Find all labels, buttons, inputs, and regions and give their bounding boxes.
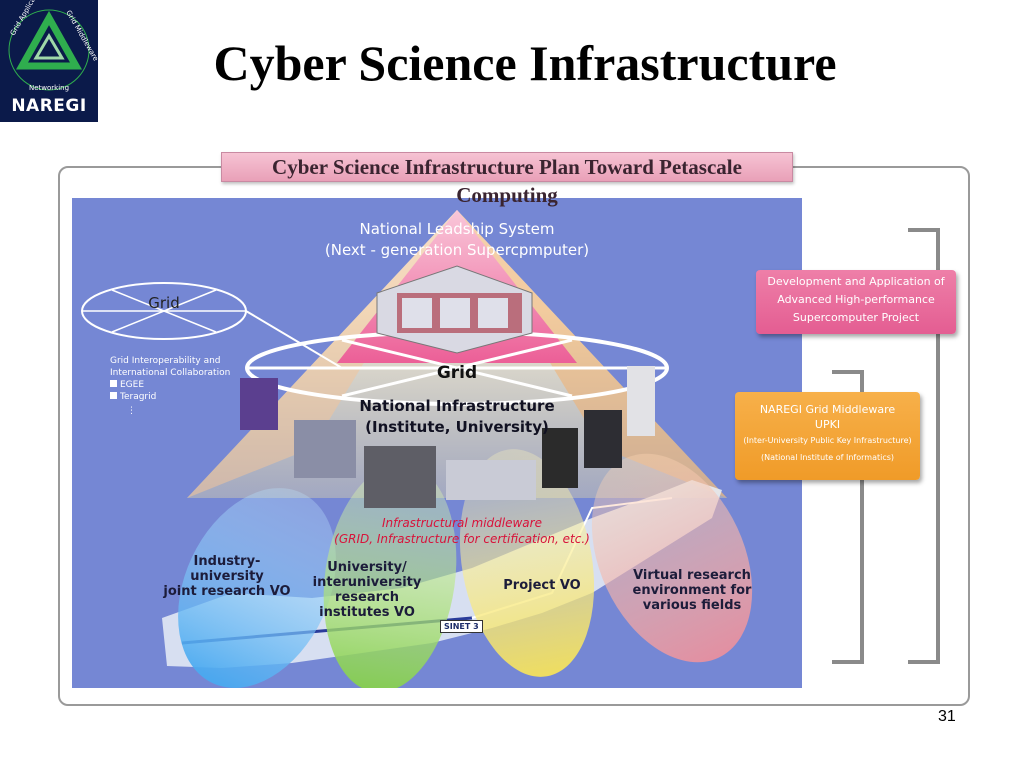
interop-line2: International Collaboration	[110, 368, 231, 378]
naregi-logo: Grid Applications Grid Middleware Networ…	[0, 0, 98, 122]
slide-title: Cyber Science Infrastructure	[213, 35, 837, 91]
grid-label-small: Grid	[148, 294, 180, 312]
leadship-subtitle: (Next - generation Supercpmputer)	[324, 241, 590, 259]
logo-arc-text-bottom: Networking	[29, 84, 69, 92]
naregi-middleware-box: NAREGI Grid Middleware UPKI (Inter-Unive…	[735, 392, 920, 480]
supercomputer-project-box: Development and Application of Advanced …	[756, 270, 956, 334]
bullet-egee: EGEE	[110, 380, 144, 391]
sinet-label: SINET 3	[440, 620, 483, 633]
middleware-subtitle: (GRID, Infrastructure for certification,…	[334, 532, 590, 546]
diagram-artwork	[81, 210, 753, 688]
middleware-title: Infrastructural middleware	[382, 516, 542, 530]
grid-label-main: Grid	[436, 363, 478, 383]
vo-industry-label: Industry- university joint research VO	[163, 554, 291, 599]
list-ellipsis: ⋮	[127, 406, 136, 416]
national-infrastructure-subtitle: (Institute, University)	[365, 418, 549, 436]
diagram-banner: Cyber Science Infrastructure Plan Toward…	[221, 152, 793, 207]
vo-project-label: Project VO	[503, 578, 581, 593]
vo-virtual-label: Virtual research environment for various…	[632, 568, 752, 613]
national-infrastructure-title: National Infrastructure	[359, 397, 555, 415]
logo-emblem: Grid Applications Grid Middleware Networ…	[8, 0, 98, 92]
logo-name: NAREGI	[11, 96, 87, 116]
page-number: 31	[938, 708, 956, 725]
diagram-panel: National Leadship System (Next - generat…	[72, 198, 802, 688]
interop-line1: Grid Interoperability and	[110, 356, 221, 366]
supercomputer-apex	[376, 265, 533, 354]
leadship-title: National Leadship System	[359, 220, 555, 238]
vo-university-label: University/ interuniversity research ins…	[312, 560, 422, 620]
bullet-teragrid: Teragrid	[110, 392, 156, 403]
